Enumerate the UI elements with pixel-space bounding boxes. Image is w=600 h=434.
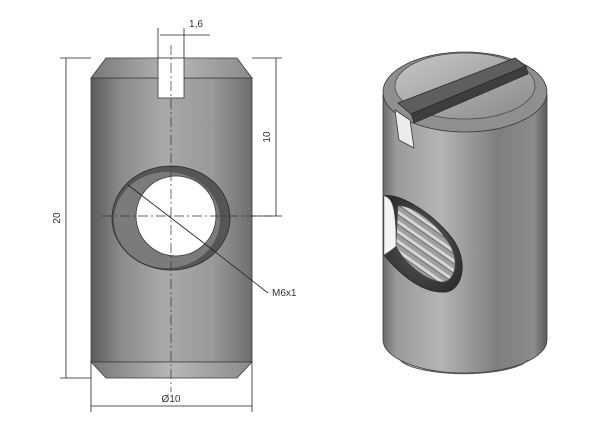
diameter-label: Ø10	[162, 394, 181, 405]
isometric-view	[382, 51, 548, 375]
front-view: 1,6 10 20 Ø10 M6x1	[52, 19, 297, 412]
dimension-diameter: Ø10	[90, 362, 253, 412]
cylinder-bottom-ring	[399, 359, 529, 375]
thread-label: M6x1	[272, 288, 297, 299]
dimension-total-length: 20	[52, 57, 91, 379]
dimension-slot-width: 1,6	[157, 19, 210, 58]
side-slot	[394, 109, 415, 149]
slot-width-label: 1,6	[189, 19, 203, 30]
total-length-label: 20	[52, 212, 63, 224]
dimension-hole-offset: 10	[252, 57, 282, 217]
side-threaded-hole	[383, 195, 463, 293]
thread-leader-line	[208, 246, 269, 294]
hole-diameter-line	[127, 184, 210, 248]
bottom-chamfer	[90, 361, 253, 379]
hole-offset-label: 10	[262, 131, 273, 143]
